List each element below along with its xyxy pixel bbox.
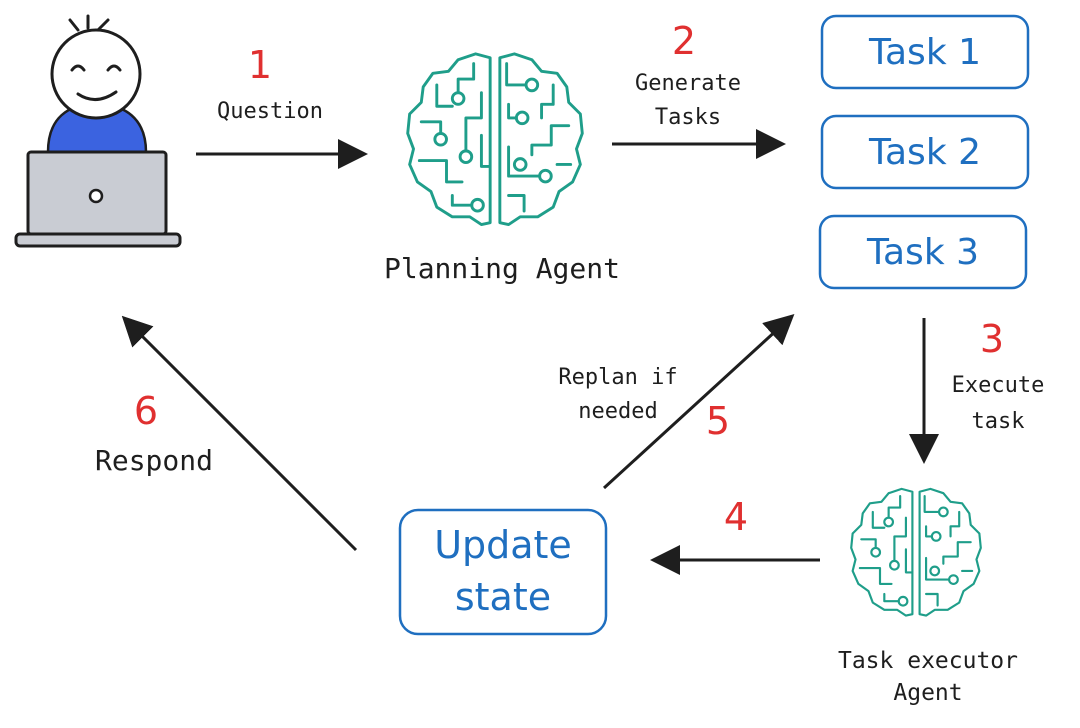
task-box-3-label: Task 3 bbox=[866, 232, 979, 273]
circuit-brain-icon bbox=[850, 487, 982, 617]
step-6-label: Respond bbox=[95, 444, 213, 477]
task-box-3: Task 3 bbox=[818, 214, 1028, 290]
user-at-laptop-icon bbox=[14, 14, 182, 248]
task-executor-agent-node: Task executor Agent bbox=[838, 487, 1018, 706]
arrow-respond bbox=[121, 315, 358, 552]
step-4-number: 4 bbox=[724, 495, 748, 539]
arrow-replan bbox=[602, 313, 795, 490]
task-box-3-frame bbox=[818, 214, 1028, 290]
step-3-number: 3 bbox=[980, 317, 1004, 361]
step-2-label-line2: Tasks bbox=[655, 105, 721, 130]
step-5-number: 5 bbox=[706, 399, 730, 443]
step-1-number: 1 bbox=[248, 43, 272, 87]
task-box-2: Task 2 bbox=[820, 114, 1030, 190]
planning-agent-label: Planning Agent bbox=[384, 252, 620, 285]
task-box-2-label: Task 2 bbox=[868, 132, 981, 173]
step-3-label-line2: task bbox=[972, 409, 1025, 434]
step-3-label-line1: Execute bbox=[952, 373, 1045, 398]
update-state-frame bbox=[398, 508, 608, 636]
task-box-1-frame bbox=[820, 14, 1030, 90]
task-box-1-label: Task 1 bbox=[868, 32, 981, 73]
update-state-label-line1: Update bbox=[434, 523, 572, 567]
task-box-1: Task 1 bbox=[820, 14, 1030, 90]
task-executor-label-line1: Task executor bbox=[838, 648, 1018, 674]
step-5-label-line2: needed bbox=[578, 399, 657, 424]
step-6-number: 6 bbox=[134, 389, 158, 433]
step-1-label: Question bbox=[217, 99, 323, 124]
step-2-label-line1: Generate bbox=[635, 71, 741, 96]
step-2-number: 2 bbox=[672, 19, 696, 63]
circuit-brain-icon bbox=[406, 52, 584, 227]
planning-agent-node: Planning Agent bbox=[384, 52, 620, 285]
update-state-node: Update state bbox=[398, 508, 608, 636]
update-state-label-line2: state bbox=[455, 575, 551, 619]
step-5-label-line1: Replan if bbox=[558, 365, 677, 390]
task-box-2-frame bbox=[820, 114, 1030, 190]
task-executor-label-line2: Agent bbox=[893, 680, 962, 706]
